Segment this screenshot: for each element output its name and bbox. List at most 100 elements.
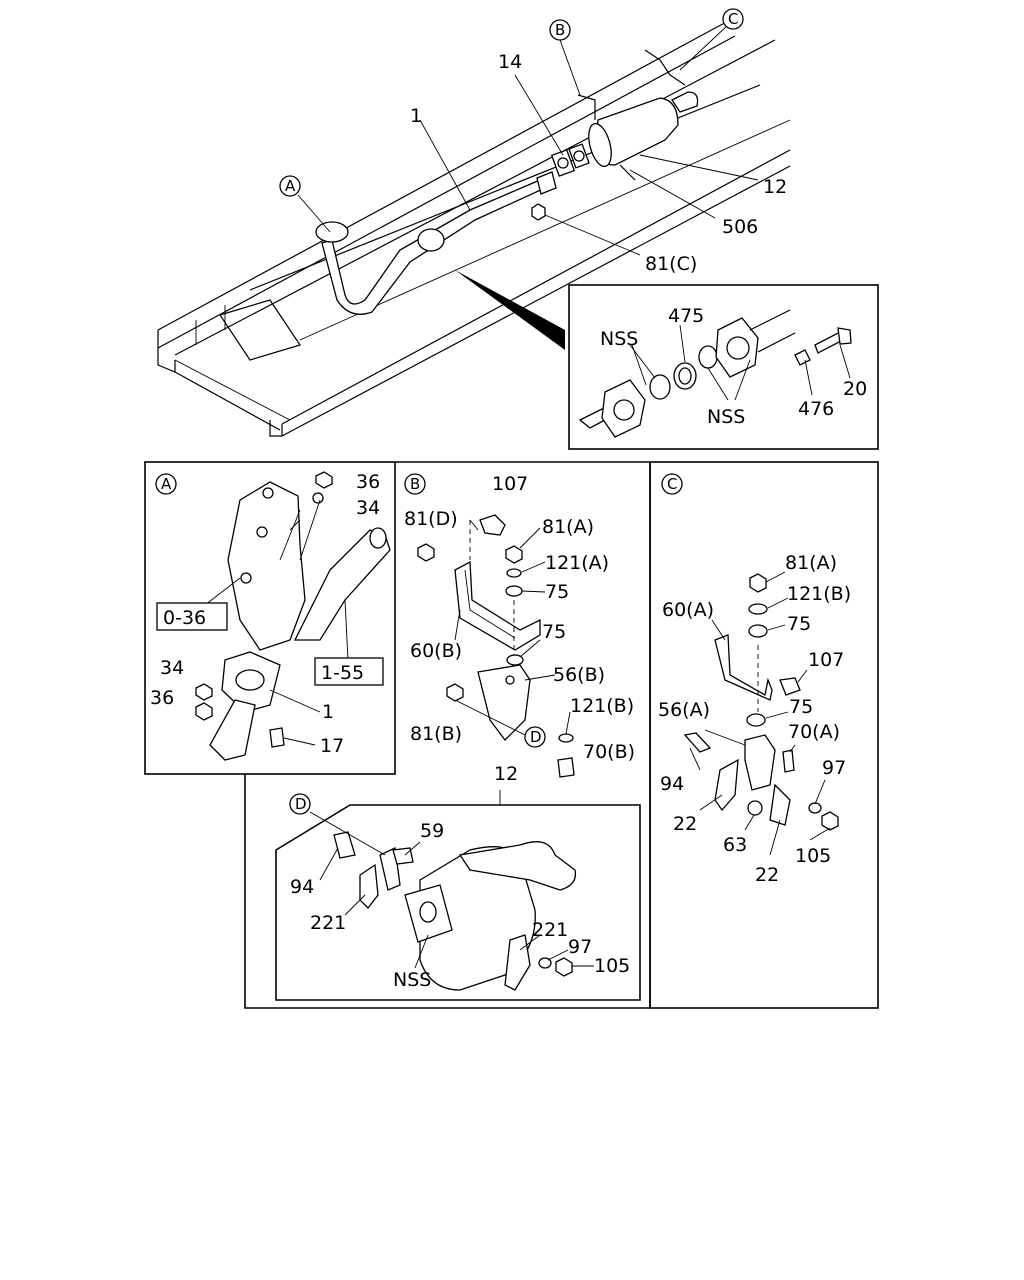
detail-a-washer-34-top: [312, 492, 324, 504]
detail-b-bracket-56b: [477, 664, 531, 741]
label-nss-2: NSS: [707, 406, 745, 428]
label-part-34-top: 34: [356, 497, 380, 519]
label-part-75a-c: 75: [787, 613, 811, 635]
detail-d-tailpipe: [458, 841, 577, 891]
svg-text:0-36: 0-36: [163, 607, 206, 629]
detail-c-bracket-56a: [744, 734, 776, 791]
label-part-17: 17: [320, 735, 344, 757]
svg-text:D: D: [295, 795, 307, 813]
detail-a-title: A: [155, 473, 177, 495]
label-part-70b: 70(B): [583, 741, 635, 763]
svg-text:C: C: [728, 10, 738, 28]
label-nss-d: NSS: [393, 969, 431, 991]
label-part-20: 20: [843, 378, 867, 400]
label-part-107-b: 107: [492, 473, 528, 495]
detail-a-nut-36: [195, 702, 213, 721]
svg-text:D: D: [530, 728, 542, 746]
detail-c-bolt-107: [779, 677, 801, 696]
pipe-flange-mid: [417, 228, 445, 252]
label-part-75b-b: 75: [542, 621, 566, 643]
label-part-81a-b: 81(A): [542, 516, 594, 538]
label-part-105-d: 105: [594, 955, 630, 977]
label-part-81b: 81(B): [410, 723, 462, 745]
flange-joint-inset: 475 NSS NSS 476 20: [568, 284, 879, 450]
label-part-221a: 221: [310, 912, 346, 934]
main-leaders: [297, 24, 759, 350]
label-part-56b: 56(B): [553, 664, 605, 686]
detail-c-washer-121b: [748, 603, 768, 615]
label-part-22b: 22: [755, 864, 779, 886]
detail-b-bracket-60b: [454, 560, 541, 651]
detail-d-muffler: [419, 846, 536, 991]
detail-b-bolt-70b: [557, 757, 575, 778]
label-part-12-d: 12: [494, 763, 518, 785]
label-part-121a: 121(A): [545, 552, 609, 574]
muffler: [577, 49, 699, 181]
pipe-flange-a: [315, 221, 349, 243]
detail-c-washer-75b: [746, 713, 766, 727]
label-part-476: 476: [798, 398, 834, 420]
detail-a-nut-34: [195, 683, 213, 701]
inset-ring-1: [649, 374, 671, 400]
svg-text:B: B: [555, 21, 565, 39]
label-part-14: 14: [498, 51, 522, 73]
label-part-12: 12: [763, 176, 787, 198]
detail-d-bolt-94: [333, 831, 356, 859]
label-part-75b-c: 75: [789, 696, 813, 718]
label-part-59: 59: [420, 820, 444, 842]
label-part-94-c: 94: [660, 773, 684, 795]
gasket-14: [550, 143, 590, 177]
detail-b-bolt-107: [479, 514, 506, 536]
label-part-1-detail-a: 1: [322, 701, 334, 723]
callout-b: B: [549, 19, 571, 41]
detail-d-clamp-221a: [359, 863, 379, 909]
detail-c: C 81(A) 121(B) 60(A) 75: [649, 461, 879, 1009]
label-part-94-d: 94: [290, 876, 314, 898]
label-part-121b-b: 121(B): [570, 695, 634, 717]
detail-c-bolt-70a: [782, 749, 795, 773]
detail-d: 12 D 59 94 221 221 97 105 NSS: [275, 763, 641, 1001]
label-part-121b-c: 121(B): [787, 583, 851, 605]
label-part-81a-c: 81(A): [785, 552, 837, 574]
label-part-60b: 60(B): [410, 640, 462, 662]
detail-b-callout-d: D: [524, 726, 546, 748]
label-part-34-bottom: 34: [160, 657, 184, 679]
detail-c-clamp-22b: [769, 783, 791, 826]
detail-b-washer-75b: [506, 654, 524, 666]
label-part-97-c: 97: [822, 757, 846, 779]
label-part-1: 1: [410, 105, 422, 127]
detail-d-washer-97: [538, 957, 552, 969]
label-part-105-c: 105: [795, 845, 831, 867]
exhaust-pipe: [315, 171, 557, 315]
detail-c-nut-81a: [749, 573, 767, 593]
label-part-70a: 70(A): [788, 721, 840, 743]
ref-box-1-55: 1-55: [314, 657, 384, 686]
detail-c-bolt-94: [683, 732, 712, 753]
callout-c: C: [722, 8, 744, 30]
detail-c-washer-75a: [748, 624, 768, 638]
label-part-475: 475: [668, 305, 704, 327]
detail-b-nut-81d: [417, 543, 435, 562]
detail-a-nut-36-top: [315, 471, 333, 489]
detail-c-bracket-60a: [714, 634, 773, 701]
detail-d-clamp-221b: [504, 934, 531, 991]
detail-b-nut-81b: [446, 683, 464, 702]
detail-c-title: C: [661, 473, 683, 495]
svg-text:1-55: 1-55: [321, 662, 364, 684]
label-nss-1: NSS: [600, 328, 638, 350]
svg-text:C: C: [667, 475, 677, 493]
detail-b-nut-81a: [505, 545, 523, 564]
label-part-63: 63: [723, 834, 747, 856]
label-part-22a: 22: [673, 813, 697, 835]
inset-ring-2: [698, 345, 718, 369]
label-part-107-c: 107: [808, 649, 844, 671]
detail-c-nut-105: [821, 811, 839, 831]
ref-box-0-36: 0-36: [156, 602, 228, 631]
detail-a: A 36 34 0-36 1-55 34: [144, 461, 396, 775]
label-part-75a-b: 75: [545, 581, 569, 603]
label-part-56a: 56(A): [658, 699, 710, 721]
detail-a-manifold: [227, 481, 306, 651]
label-part-60a: 60(A): [662, 599, 714, 621]
detail-c-washer-97: [808, 802, 822, 814]
